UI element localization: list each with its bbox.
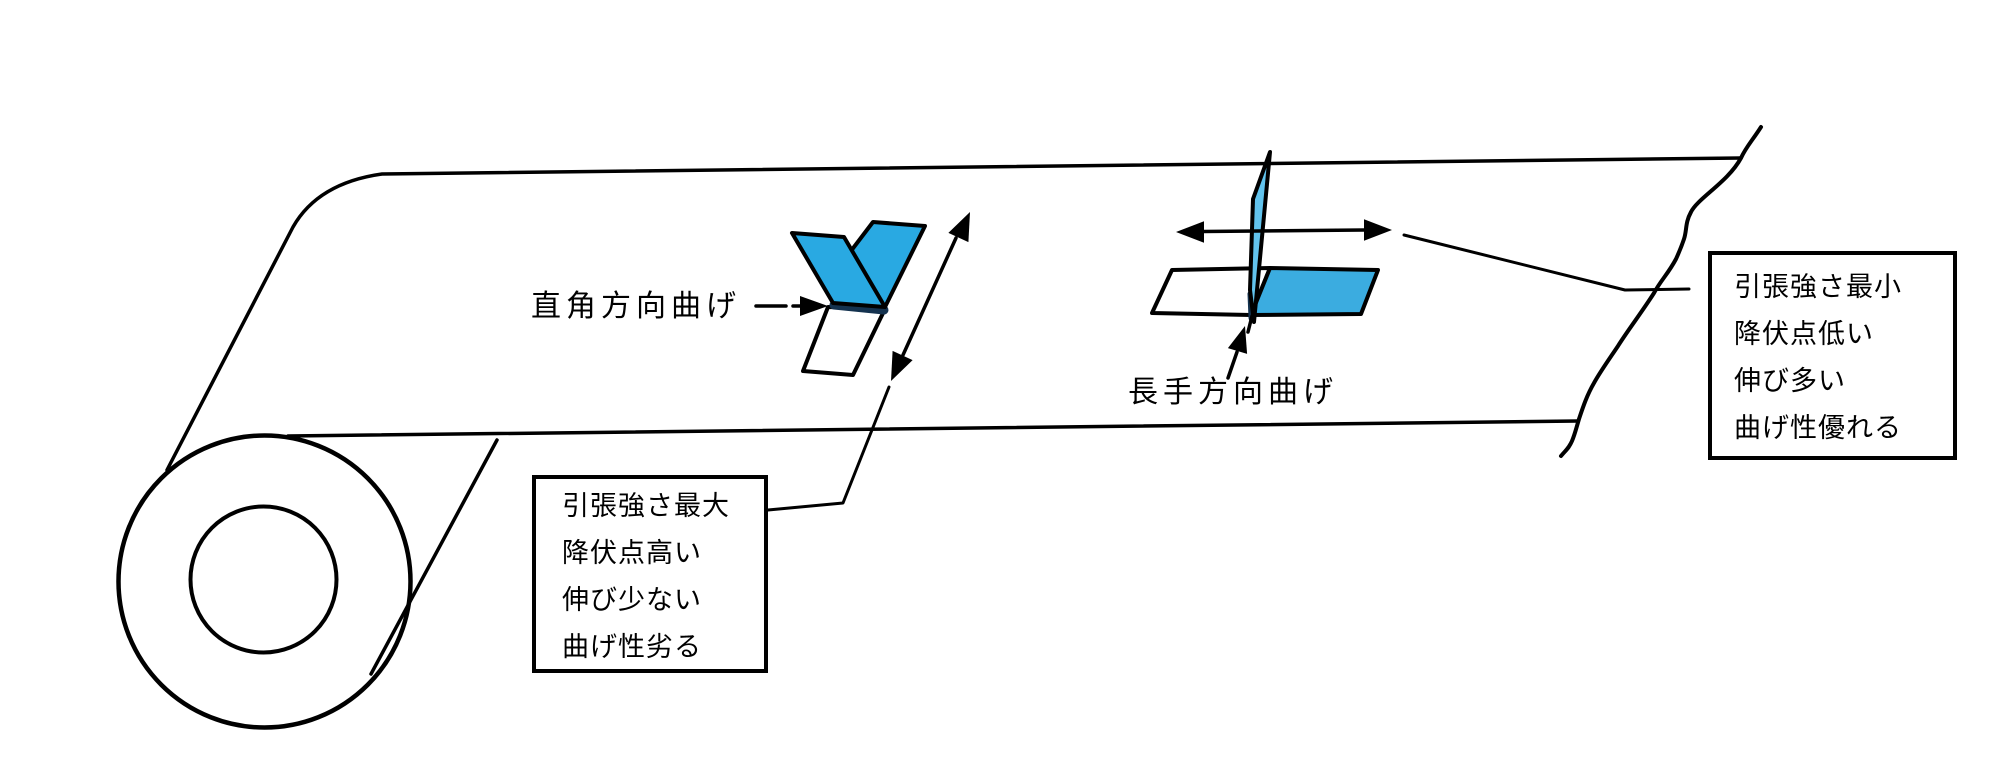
width-direction-arrow-shaft: [1201, 228, 1366, 234]
transverse-direction-properties-box: 引張強さ最小 降伏点低い 伸び多い 曲げ性優れる: [1708, 251, 1957, 460]
perpendicular-label-arrowhead: [800, 296, 828, 316]
perpendicular-bend-label: 直角方向曲げ: [531, 290, 741, 323]
width-direction-arrowhead-left: [1176, 221, 1204, 243]
specimen1-bent-wing-left: [790, 231, 887, 309]
property-line: 伸び少ない: [562, 585, 702, 615]
specimen1-fold-edge: [829, 300, 889, 315]
longitudinal-label-pointer-shaft: [1226, 350, 1239, 380]
sheet-top-and-left-edge: [165, 156, 1743, 472]
property-line: 降伏点低い: [1734, 319, 1874, 349]
property-line: 引張強さ最大: [562, 491, 730, 521]
sheet-underwrap-line: [369, 438, 499, 676]
coil-outer-circle: [116, 433, 413, 730]
specimen1-flat-strip: [801, 305, 887, 377]
property-line: 伸び多い: [1734, 366, 1846, 396]
longitudinal-label-arrowhead: [1227, 326, 1248, 354]
specimen2-fold-tail: [1246, 314, 1254, 334]
right-callout-leader-line: [1402, 233, 1691, 292]
rolling-direction-arrowhead-up: [948, 212, 970, 243]
rolling-direction-properties-box: 引張強さ最大 降伏点高い 伸び少ない 曲げ性劣る: [532, 475, 768, 673]
specimen2-flat-strip-blue: [1249, 266, 1380, 317]
sheet-bottom-edge: [286, 419, 1580, 438]
rolling-direction-arrowhead-down: [891, 350, 913, 381]
property-line: 降伏点高い: [562, 538, 702, 568]
specimen2-standing-strip: [1248, 150, 1272, 324]
longitudinal-bend-label: 長手方向曲げ: [1128, 376, 1338, 409]
sheet-torn-right-edge: [1559, 125, 1763, 458]
left-callout-leader-line: [766, 385, 891, 512]
coil-inner-circle: [188, 504, 339, 655]
width-direction-arrowhead-right: [1364, 219, 1392, 241]
property-line: 引張強さ最小: [1734, 272, 1902, 302]
property-line: 曲げ性優れる: [1734, 413, 1902, 443]
property-line: 曲げ性劣る: [562, 632, 702, 662]
rolling-direction-arrow-shaft: [901, 236, 958, 357]
